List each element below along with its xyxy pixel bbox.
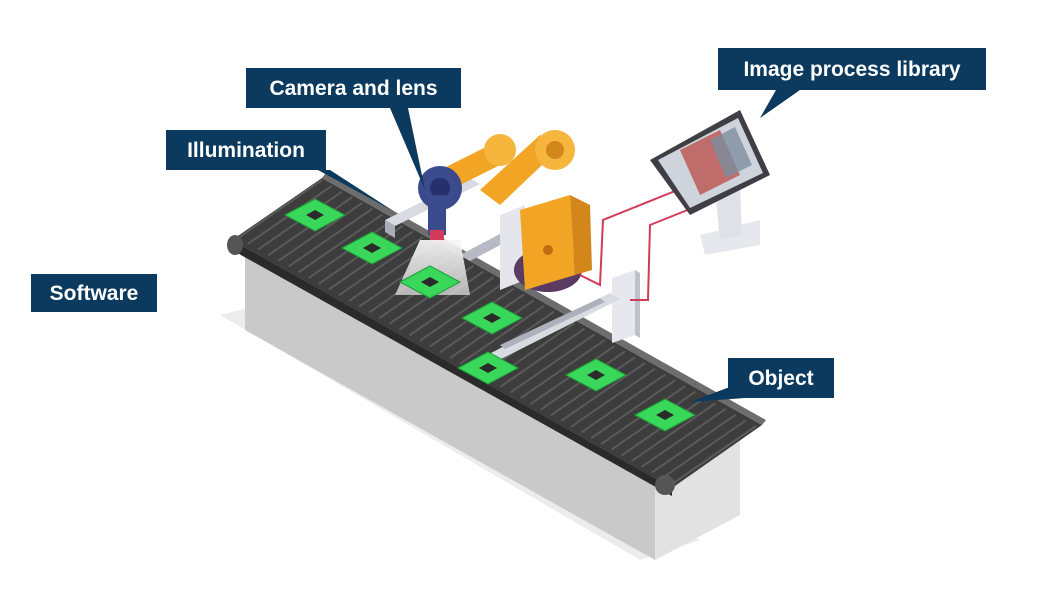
belt-slat xyxy=(641,408,727,468)
belt-slat xyxy=(338,236,424,297)
belt-slat xyxy=(237,179,323,239)
belt-slat xyxy=(651,413,737,474)
circuit-board xyxy=(460,301,524,335)
belt-slat xyxy=(590,379,676,440)
belt-slat xyxy=(671,425,757,485)
robot-arm xyxy=(418,130,592,292)
circuit-board xyxy=(283,198,347,232)
illumination-label: Illumination xyxy=(166,130,326,170)
software-label: Software xyxy=(31,274,157,312)
belt-slat xyxy=(398,270,485,331)
belt-slat xyxy=(297,213,384,274)
label-pointers xyxy=(318,90,800,402)
cables xyxy=(579,184,701,301)
monitor xyxy=(650,110,770,255)
circuit-board xyxy=(633,398,697,432)
circuit-board xyxy=(398,265,462,299)
belt-slat xyxy=(631,402,717,462)
belt-slat xyxy=(570,367,656,428)
belt-slat xyxy=(277,202,363,262)
object-label: Object xyxy=(728,358,834,398)
circuit-boards xyxy=(283,198,697,432)
belt-slat xyxy=(499,327,585,388)
belt-slat xyxy=(560,362,646,422)
circuit-board xyxy=(456,351,520,385)
belt-slat xyxy=(419,282,505,342)
belt-slat xyxy=(509,333,596,394)
belt-slat xyxy=(661,419,747,480)
camera-and-lens-label: Camera and lens xyxy=(246,68,461,108)
circuit-board xyxy=(340,231,404,265)
circuit-board xyxy=(564,358,628,392)
image-process-library-label: Image process library xyxy=(718,48,986,90)
belt-slat xyxy=(459,305,545,365)
belt-slat xyxy=(520,339,606,400)
belt-slat xyxy=(409,276,495,337)
belt-slat xyxy=(287,207,374,268)
camera-icon xyxy=(428,195,446,242)
belt-slat xyxy=(580,373,666,434)
